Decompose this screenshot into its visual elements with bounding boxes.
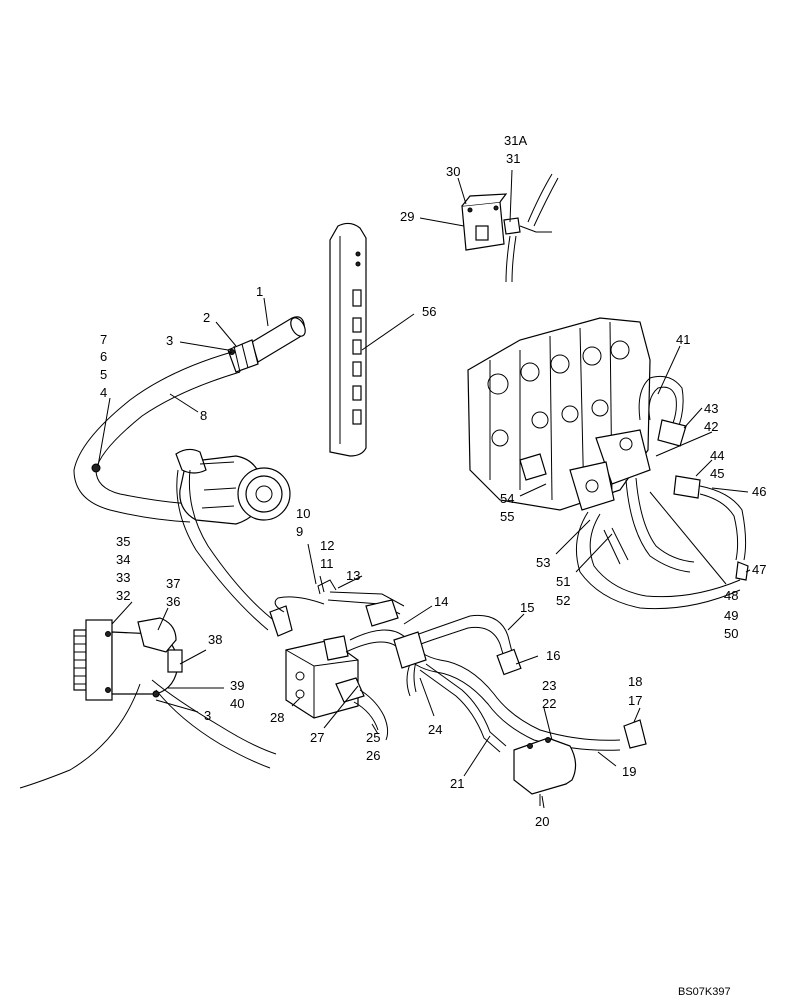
callout-25: 25 [366, 730, 380, 745]
leader-lines [97, 169, 751, 809]
callout-16: 16 [546, 648, 560, 663]
callout-31: 31 [506, 151, 520, 166]
callout-44: 44 [710, 448, 724, 463]
suction-hose [73, 351, 241, 523]
callout-37: 37 [166, 576, 180, 591]
callout-18: 18 [628, 674, 642, 689]
callout-40: 40 [230, 696, 244, 711]
callout-labels: 1 2 3 7 6 5 4 8 56 31A 31 30 29 41 43 42… [100, 133, 766, 998]
callout-29: 29 [400, 209, 414, 224]
callout-23: 23 [542, 678, 556, 693]
callout-10: 10 [296, 506, 310, 521]
control-valve [467, 317, 651, 511]
callout-28: 28 [270, 710, 284, 725]
callout-12: 12 [320, 538, 334, 553]
callout-21: 21 [450, 776, 464, 791]
document-code: BS07K397 [678, 986, 731, 998]
callout-19: 19 [622, 764, 636, 779]
callout-5: 5 [100, 367, 107, 382]
callout-4: 4 [100, 385, 107, 400]
callout-55: 55 [500, 509, 514, 524]
callout-3: 3 [166, 333, 173, 348]
priority-valve [269, 605, 365, 719]
callout-51: 51 [556, 574, 570, 589]
callout-8: 8 [200, 408, 207, 423]
callout-54: 54 [500, 491, 514, 506]
callout-49: 49 [724, 608, 738, 623]
callout-30: 30 [446, 164, 460, 179]
aux-pump [73, 617, 183, 701]
aux-pump-hose [19, 679, 277, 789]
callout-14: 14 [434, 594, 448, 609]
callout-24: 24 [428, 722, 442, 737]
callout-34: 34 [116, 552, 130, 567]
callout-7: 7 [100, 332, 107, 347]
callout-1: 1 [256, 284, 263, 299]
callout-38: 38 [208, 632, 222, 647]
callout-39: 39 [230, 678, 244, 693]
callout-41: 41 [676, 332, 690, 347]
control-valve-hoses [575, 375, 749, 610]
callout-48: 48 [724, 588, 738, 603]
callout-11: 11 [320, 556, 334, 571]
callout-47: 47 [752, 562, 766, 577]
callout-31a: 31A [504, 133, 527, 148]
callout-52: 52 [556, 593, 570, 608]
pressure-switch [461, 173, 559, 283]
callout-2: 2 [203, 310, 210, 325]
callout-46: 46 [752, 484, 766, 499]
callout-35: 35 [116, 534, 130, 549]
callout-32: 32 [116, 588, 130, 603]
callout-36: 36 [166, 594, 180, 609]
callout-15: 15 [520, 600, 534, 615]
callout-6: 6 [100, 349, 107, 364]
pump-pressure-hose [176, 469, 277, 631]
callout-3-lower: 3 [204, 708, 211, 723]
callout-26: 26 [366, 748, 380, 763]
shuttle-valve [513, 737, 577, 806]
callout-27: 27 [310, 730, 324, 745]
callout-33: 33 [116, 570, 130, 585]
tank-cover [329, 222, 367, 457]
callout-22: 22 [542, 696, 556, 711]
callout-45: 45 [710, 466, 724, 481]
callout-13: 13 [346, 568, 360, 583]
main-pump [175, 448, 291, 525]
callout-42: 42 [704, 419, 718, 434]
suction-tube [227, 316, 306, 373]
callout-20: 20 [535, 814, 549, 829]
callout-50: 50 [724, 626, 738, 641]
callout-17: 17 [628, 693, 642, 708]
callout-56: 56 [422, 304, 436, 319]
tee-fitting [365, 599, 427, 669]
callout-53: 53 [536, 555, 550, 570]
callout-43: 43 [704, 401, 718, 416]
callout-9: 9 [296, 524, 303, 539]
